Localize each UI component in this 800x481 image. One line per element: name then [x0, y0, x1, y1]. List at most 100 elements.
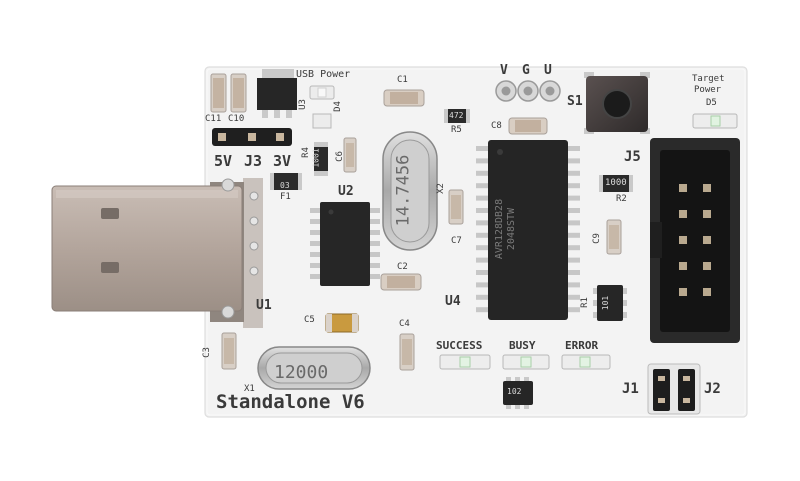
- label-r1: R1: [579, 297, 590, 308]
- capacitor-c4: [399, 333, 415, 371]
- label-3v: 3V: [273, 152, 292, 170]
- pin: [476, 170, 488, 176]
- capacitor-c5: [325, 313, 359, 333]
- crystal-x1: [257, 346, 371, 390]
- pin: [310, 263, 320, 268]
- pin: [703, 262, 711, 270]
- pin: [568, 270, 580, 275]
- resistor-r4: [314, 142, 328, 176]
- marking-crystal-x1: 12000: [274, 362, 329, 383]
- label-power: Power: [694, 85, 722, 95]
- led-error: [561, 354, 611, 370]
- resistor-array-r1: [593, 285, 627, 321]
- pin: [679, 184, 687, 192]
- pin: [476, 294, 488, 300]
- pin: [310, 230, 320, 235]
- capacitor-c1: [383, 89, 425, 107]
- label-f1: F1: [280, 192, 291, 202]
- label-pin-v: V: [500, 63, 508, 78]
- pin: [679, 236, 687, 244]
- pushbutton-s1: [584, 72, 650, 134]
- label-d5: D5: [706, 98, 717, 108]
- pin: [370, 263, 380, 268]
- pin: [568, 232, 580, 238]
- pin: [679, 262, 687, 270]
- label-d4: D4: [332, 101, 343, 112]
- header-j5: [650, 138, 740, 343]
- pin: [568, 158, 580, 164]
- pin: [310, 252, 320, 257]
- marking-r1-array: 101: [601, 295, 611, 311]
- pin: [568, 146, 580, 151]
- label-c2: C2: [397, 262, 408, 272]
- capacitor-c2: [380, 273, 422, 291]
- label-c6: C6: [334, 151, 345, 162]
- label-x2: X2: [435, 183, 446, 194]
- label-u1: U1: [256, 298, 272, 313]
- label-r4: R4: [300, 147, 311, 158]
- pin: [476, 257, 488, 263]
- label-c9: C9: [591, 233, 602, 244]
- marking-f1: 03: [280, 181, 290, 190]
- ic-u2: [310, 202, 380, 286]
- label-c7: C7: [451, 236, 462, 246]
- resistor-r5: [444, 109, 470, 123]
- label-c5: C5: [304, 315, 315, 325]
- marking-r5: 472: [449, 111, 464, 120]
- marking-u4-line2: 2048STW: [506, 207, 518, 251]
- pin: [370, 230, 380, 235]
- marking-crystal-x2: 14.7456: [393, 154, 414, 227]
- label-x1: X1: [244, 384, 255, 394]
- pin: [476, 195, 488, 201]
- jumper-j3: [212, 128, 292, 146]
- pin: [568, 307, 580, 313]
- pin: [679, 210, 687, 218]
- label-u3: U3: [297, 99, 308, 110]
- led-busy: [502, 354, 550, 370]
- capacitor-c9: [606, 219, 622, 255]
- pin: [310, 208, 320, 213]
- capacitor-c7: [448, 189, 464, 225]
- pin: [310, 241, 320, 246]
- pin: [568, 257, 580, 263]
- pin: [568, 170, 580, 176]
- capacitor-c11-c10: [210, 73, 247, 113]
- resistor-r2: [599, 175, 633, 192]
- label-target: Target: [692, 74, 725, 84]
- label-c10: C10: [228, 114, 245, 124]
- pin: [370, 252, 380, 257]
- label-r5: R5: [451, 125, 462, 135]
- regulator-u3: [257, 69, 297, 118]
- pin: [568, 220, 580, 226]
- label-pin-g: G: [522, 63, 530, 78]
- board-title: Standalone V6: [216, 391, 365, 413]
- pin: [703, 184, 711, 192]
- marking-busy-array: 102: [507, 387, 522, 396]
- label-u4: U4: [445, 294, 461, 309]
- label-j1: J1: [622, 381, 639, 397]
- jumpers-j1-j2: [647, 363, 701, 415]
- marking-r4: 1001: [311, 148, 321, 168]
- pin: [476, 307, 488, 313]
- led-success: [439, 354, 491, 370]
- pin: [476, 232, 488, 238]
- pin: [568, 294, 580, 300]
- label-c4: C4: [399, 319, 410, 329]
- capacitor-c8: [508, 117, 548, 135]
- label-busy: BUSY: [509, 339, 536, 352]
- pin: [476, 158, 488, 164]
- capacitor-c6: [343, 137, 357, 173]
- led-d4: [309, 85, 335, 129]
- label-u2: U2: [338, 184, 354, 199]
- label-j2: J2: [704, 381, 721, 397]
- label-5v: 5V: [214, 152, 233, 170]
- header-vgu: [495, 80, 561, 102]
- fuse-f1: [270, 173, 302, 190]
- pin: [476, 245, 488, 251]
- pin: [476, 183, 488, 189]
- ic-u4: [476, 140, 580, 320]
- pin: [476, 270, 488, 275]
- label-j3: J3: [244, 152, 263, 170]
- pin: [703, 210, 711, 218]
